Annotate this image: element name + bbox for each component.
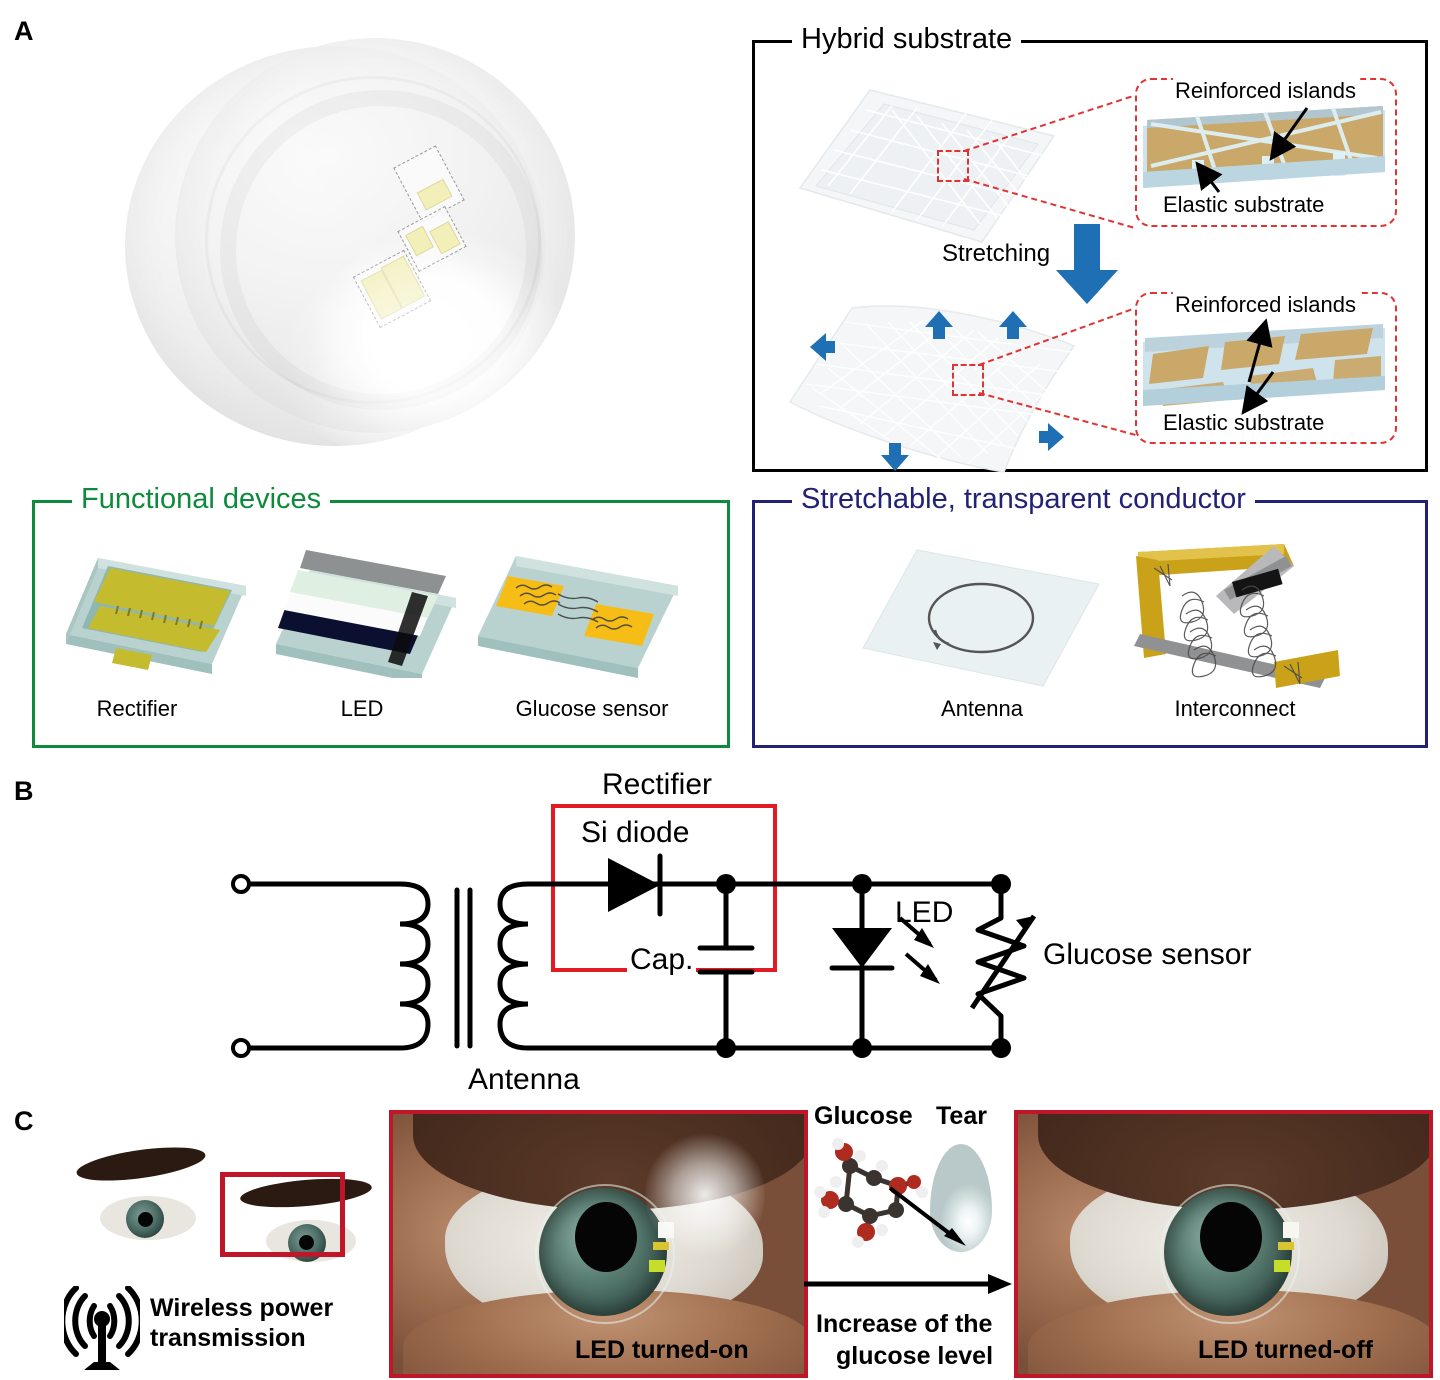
caption-antenna: Antenna <box>941 696 1023 721</box>
eye-off-label: LED turned-off <box>1198 1336 1373 1364</box>
led-symbol <box>832 928 892 968</box>
circuit-node-5 <box>991 874 1011 894</box>
eye-on-lens-ring <box>535 1184 675 1324</box>
wireless-signal-icon <box>64 1286 140 1370</box>
stretch-arrow-up-icon <box>925 311 953 339</box>
inset-relaxed: Reinforced islands Elastic substrate <box>1135 78 1397 227</box>
stretching-label: Stretching <box>942 240 1051 267</box>
contact-lens-illustration <box>55 28 735 468</box>
face-photo: Wireless power transmission <box>58 1108 383 1380</box>
eye-led-off-photo: LED turned-off <box>1014 1110 1433 1378</box>
inset-relaxed-label-substrate: Elastic substrate <box>1161 192 1327 218</box>
caption-interconnect: Interconnect <box>1174 696 1296 721</box>
resistor-symbol <box>975 915 1027 1018</box>
substrate-sheet-stretched <box>782 298 1082 478</box>
eye-off-device-led <box>1283 1222 1299 1238</box>
eye-on-device-sensor <box>649 1260 665 1272</box>
eye-led-on-photo: LED turned-on <box>389 1110 808 1378</box>
glucose-label: Glucose <box>814 1102 913 1130</box>
functional-devices-title: Functional devices <box>72 482 331 516</box>
caption-rectifier: Rectifier <box>96 696 178 721</box>
stretching-arrow-icon <box>1056 224 1118 304</box>
stretch-arrow-down-left-icon <box>881 443 909 471</box>
increase-glucose-caption-line1: Increase of the <box>816 1310 993 1338</box>
stretch-arrow-up-right-icon <box>999 311 1027 339</box>
diode-symbol <box>608 858 660 912</box>
circuit-node-2 <box>716 1038 736 1058</box>
cap-label: Cap. <box>627 943 697 977</box>
tear-drop-icon <box>930 1144 992 1252</box>
stretch-arrow-left-icon <box>810 333 835 361</box>
wireless-power-label-line1: Wireless power <box>150 1294 334 1322</box>
glucose-tear-diagram: Glucose Tear <box>804 1102 1014 1380</box>
wireless-power-label-line2: transmission <box>150 1324 306 1352</box>
lens-specular-highlight <box>265 258 565 458</box>
caption-glucose-sensor: Glucose sensor <box>515 696 669 721</box>
increase-glucose-caption-line2: glucose level <box>836 1342 994 1370</box>
panel-letter-c: C <box>14 1106 34 1136</box>
inset-relaxed-label-islands: Reinforced islands <box>1173 78 1358 104</box>
stretchable-conductor-panel: Stretchable, transparent conductor <box>752 482 1428 748</box>
circuit-node-6 <box>991 1038 1011 1058</box>
functional-devices-panel: Functional devices <box>32 482 730 748</box>
eye-on-label: LED turned-on <box>575 1336 749 1364</box>
device-rectifier-illustration <box>66 558 246 674</box>
stretchable-conductor-title: Stretchable, transparent conductor <box>792 482 1255 516</box>
eye-off-device-sensor <box>1274 1260 1290 1272</box>
right-pupil <box>299 1235 314 1250</box>
circuit-node-4 <box>852 1038 872 1058</box>
hybrid-substrate-title: Hybrid substrate <box>792 22 1022 56</box>
glucose-into-tear-arrow <box>888 1186 966 1246</box>
panel-letter-b: B <box>14 776 34 806</box>
eye-on-led-glow <box>645 1130 765 1260</box>
sheet-relaxed-svg <box>798 89 1056 243</box>
inset-stretched-label-substrate: Elastic substrate <box>1161 410 1327 436</box>
circuit-terminal-bottom[interactable] <box>231 1038 251 1058</box>
stretch-arrow-right-icon <box>1039 423 1064 451</box>
eye-off-lens-ring <box>1160 1184 1300 1324</box>
glucose-molecule-icon <box>814 1138 928 1248</box>
left-pupil <box>138 1212 153 1227</box>
device-interconnect-illustration <box>1134 544 1340 688</box>
circuit-svg <box>247 853 1037 1051</box>
circuit-terminal-top[interactable] <box>231 874 251 894</box>
eye-off-device-pad <box>1278 1242 1294 1250</box>
substrate-sheet-relaxed <box>792 82 1062 252</box>
zoom-box-stretched <box>952 364 984 396</box>
functional-devices-frame <box>32 500 730 748</box>
device-led-illustration <box>276 550 456 678</box>
sheet-stretched-svg <box>788 305 1076 473</box>
zoom-box-relaxed <box>937 150 969 182</box>
circuit-node-3 <box>852 874 872 894</box>
hybrid-substrate-panel: Hybrid substrate <box>752 22 1428 473</box>
eye-on-device-pad <box>653 1242 669 1250</box>
panel-letter-a: A <box>14 16 34 46</box>
circuit-node-1 <box>716 874 736 894</box>
si-diode-label: Si diode <box>578 816 693 850</box>
rectifier-label: Rectifier <box>599 768 716 802</box>
inset-stretched-label-islands: Reinforced islands <box>1173 292 1358 318</box>
increase-glucose-arrow <box>804 1274 1012 1294</box>
antenna-label: Antenna <box>465 1063 583 1097</box>
tear-label: Tear <box>936 1102 987 1130</box>
device-antenna-illustration <box>862 549 1100 687</box>
glucose-sensor-label: Glucose sensor <box>1040 938 1255 972</box>
roi-highlight-rect <box>220 1172 345 1257</box>
caption-led: LED <box>340 696 384 721</box>
hybrid-substrate-frame <box>752 40 1428 472</box>
inset-stretched: Reinforced islands Elastic substrate <box>1135 292 1397 444</box>
device-glucose-sensor-illustration <box>478 556 678 678</box>
circuit-diagram: Rectifier Si diode Cap. Antenna LED Gluc… <box>0 768 1440 1098</box>
